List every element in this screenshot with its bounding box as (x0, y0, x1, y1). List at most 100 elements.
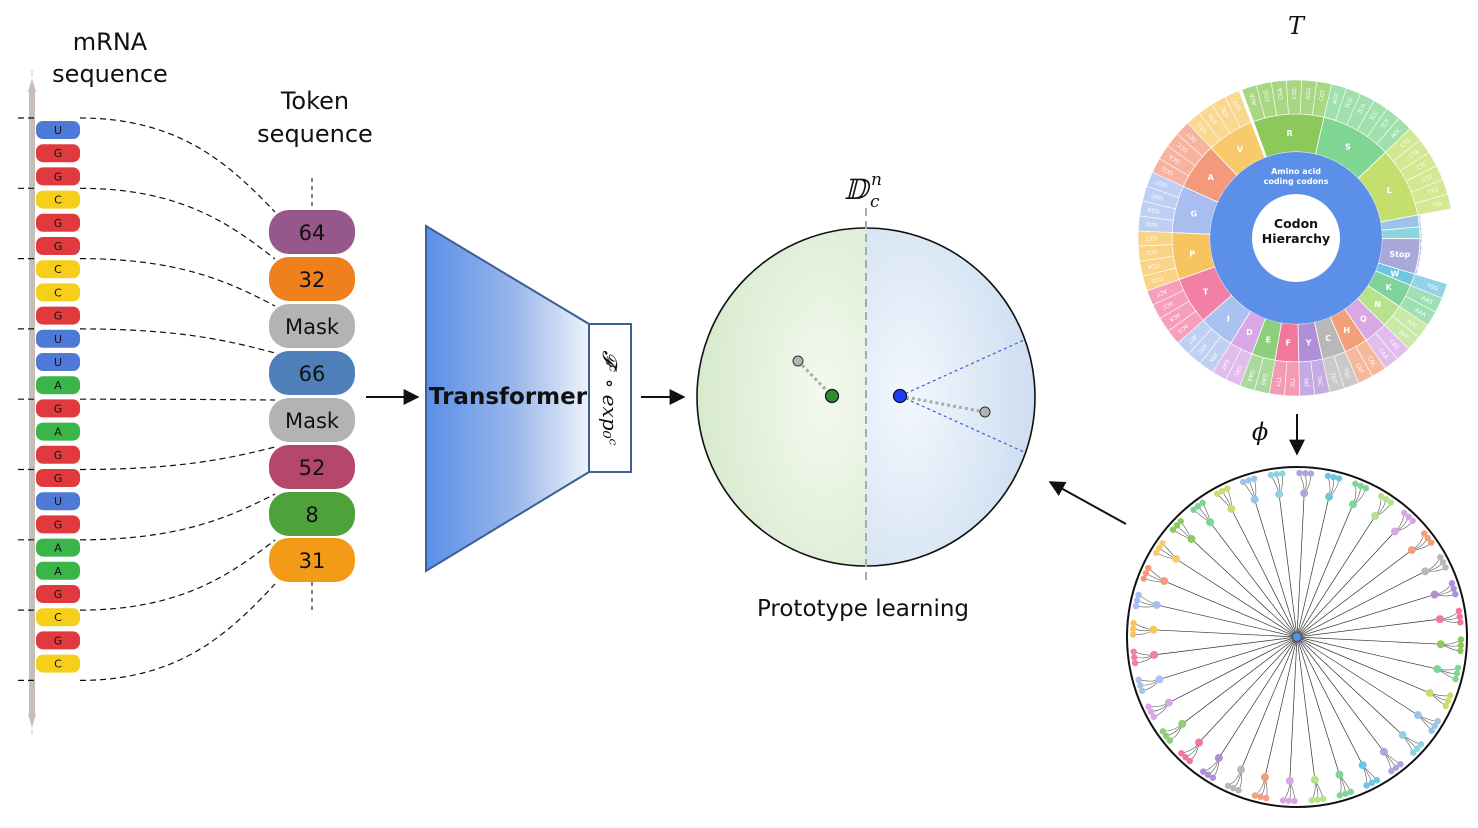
nucleotide-A: A (36, 422, 80, 441)
tree-leaf-node (1285, 797, 1293, 804)
tree-leaf-node (1420, 530, 1428, 537)
tree-leaf-node (1224, 782, 1232, 789)
tree-leaf-node (1431, 722, 1438, 730)
codon-label: TTG (1426, 187, 1439, 197)
nucleotide-label: A (54, 426, 62, 439)
nucleotide-label: U (54, 333, 62, 346)
token-pill: 64 (269, 210, 355, 254)
nucleotide-G: G (36, 237, 80, 255)
tree-leaf-node (1437, 553, 1444, 561)
tree-leaf-node (1177, 518, 1184, 525)
tree-leaf-node (1145, 703, 1152, 710)
tree-internal-node (1433, 665, 1442, 674)
tree-leaf-node (1330, 473, 1337, 481)
tree-leaf-node (1204, 771, 1212, 778)
codon-label: TAT (1302, 377, 1309, 389)
nucleotide-C: C (36, 190, 80, 209)
codon-label: AAA (1414, 307, 1427, 318)
nucleotide-label: U (54, 495, 62, 508)
tree-leaf-node (1138, 687, 1146, 694)
tree-internal-node (1430, 590, 1439, 599)
tree-internal-node (1164, 698, 1173, 707)
nucleotide-label: G (54, 402, 63, 415)
codon-connector (79, 328, 276, 354)
codon-label: TCG (1345, 97, 1355, 110)
tree-leaf-node (1279, 470, 1286, 477)
amino-acid-label: A (1208, 173, 1215, 182)
token-label: 32 (299, 268, 326, 292)
tree-leaf-node (1442, 702, 1449, 710)
tree-internal-node (1275, 490, 1284, 499)
nucleotide-U: U (36, 329, 80, 348)
tree-leaf-node (1130, 625, 1137, 633)
amino-acid-label: F (1286, 339, 1291, 348)
codon-label: CAC (1366, 356, 1377, 369)
tree-leaf-node (1424, 534, 1431, 542)
amino-acid-label: S (1345, 143, 1351, 152)
tree-leaf-node (1166, 737, 1174, 744)
tree-leaf-node (1301, 470, 1309, 477)
amino-acid-label: G (1191, 209, 1198, 218)
tree-leaf-node (1240, 478, 1247, 486)
codon-label: ATA (1207, 351, 1218, 363)
tree-leaf-node (1352, 480, 1359, 487)
tree-leaf-node (1405, 513, 1412, 520)
tree-leaf-node (1427, 539, 1435, 546)
sample-point-right (979, 406, 991, 418)
codon-label: TGC (1341, 367, 1351, 381)
tree-internal-node (1195, 738, 1204, 747)
tree-leaf-node (1173, 522, 1180, 529)
tree-internal-node (1178, 719, 1187, 728)
codon-connector (79, 583, 276, 681)
nucleotide-label: C (54, 611, 62, 624)
nucleotide-G: G (36, 469, 80, 487)
tree-leaf-node (1342, 790, 1349, 797)
tree-leaf-node (1159, 540, 1166, 547)
codon-label: AAG (1420, 295, 1433, 305)
codon-label: GCG (1161, 165, 1175, 176)
tree-leaf-node (1448, 580, 1456, 587)
tree-leaf-node (1387, 499, 1394, 506)
tree-internal-node (1407, 546, 1416, 555)
hierarchy-center-line1: Codon (1274, 216, 1318, 231)
codon-label: GTT (1233, 98, 1243, 111)
tree-internal-node (1425, 688, 1434, 697)
nucleotide-U: U (36, 121, 80, 139)
nucleotide-C: C (36, 283, 80, 302)
tree-leaf-node (1335, 475, 1343, 482)
tree-leaf-node (1156, 544, 1163, 552)
codon-label: TTC (1288, 377, 1294, 388)
tree-leaf-node (1250, 475, 1258, 482)
token-label: Mask (285, 315, 340, 339)
token-pill: Mask (269, 304, 355, 348)
tree-leaf-node (1131, 659, 1139, 667)
tree-internal-node (1379, 747, 1388, 756)
codon-label: GAC (1232, 364, 1242, 377)
codon-label: TTT (1274, 376, 1281, 388)
codon-connector (79, 258, 276, 307)
nucleotide-label: G (54, 634, 63, 647)
codon-label: ACA (1168, 311, 1181, 322)
poincare-disk (696, 208, 1036, 580)
tree-leaf-node (1453, 670, 1461, 677)
tree-leaf-node (1307, 470, 1315, 477)
tree-internal-node (1413, 711, 1422, 720)
token-label: Mask (285, 409, 340, 433)
amino-acid-label: H (1343, 326, 1350, 335)
tree-leaf-node (1456, 613, 1463, 620)
codon-label: TGA (1414, 266, 1428, 275)
token-pill: 8 (269, 492, 355, 536)
amino-acid-label: W (1390, 269, 1399, 278)
tree-leaf-node (1450, 585, 1457, 592)
tree-leaf-node (1452, 590, 1459, 598)
codon-label: AGG (1306, 87, 1313, 100)
tree-leaf-node (1129, 631, 1137, 638)
amino-acid-label: D (1246, 328, 1253, 337)
token-pill: 66 (269, 351, 355, 395)
tree-leaf-node (1409, 517, 1416, 524)
